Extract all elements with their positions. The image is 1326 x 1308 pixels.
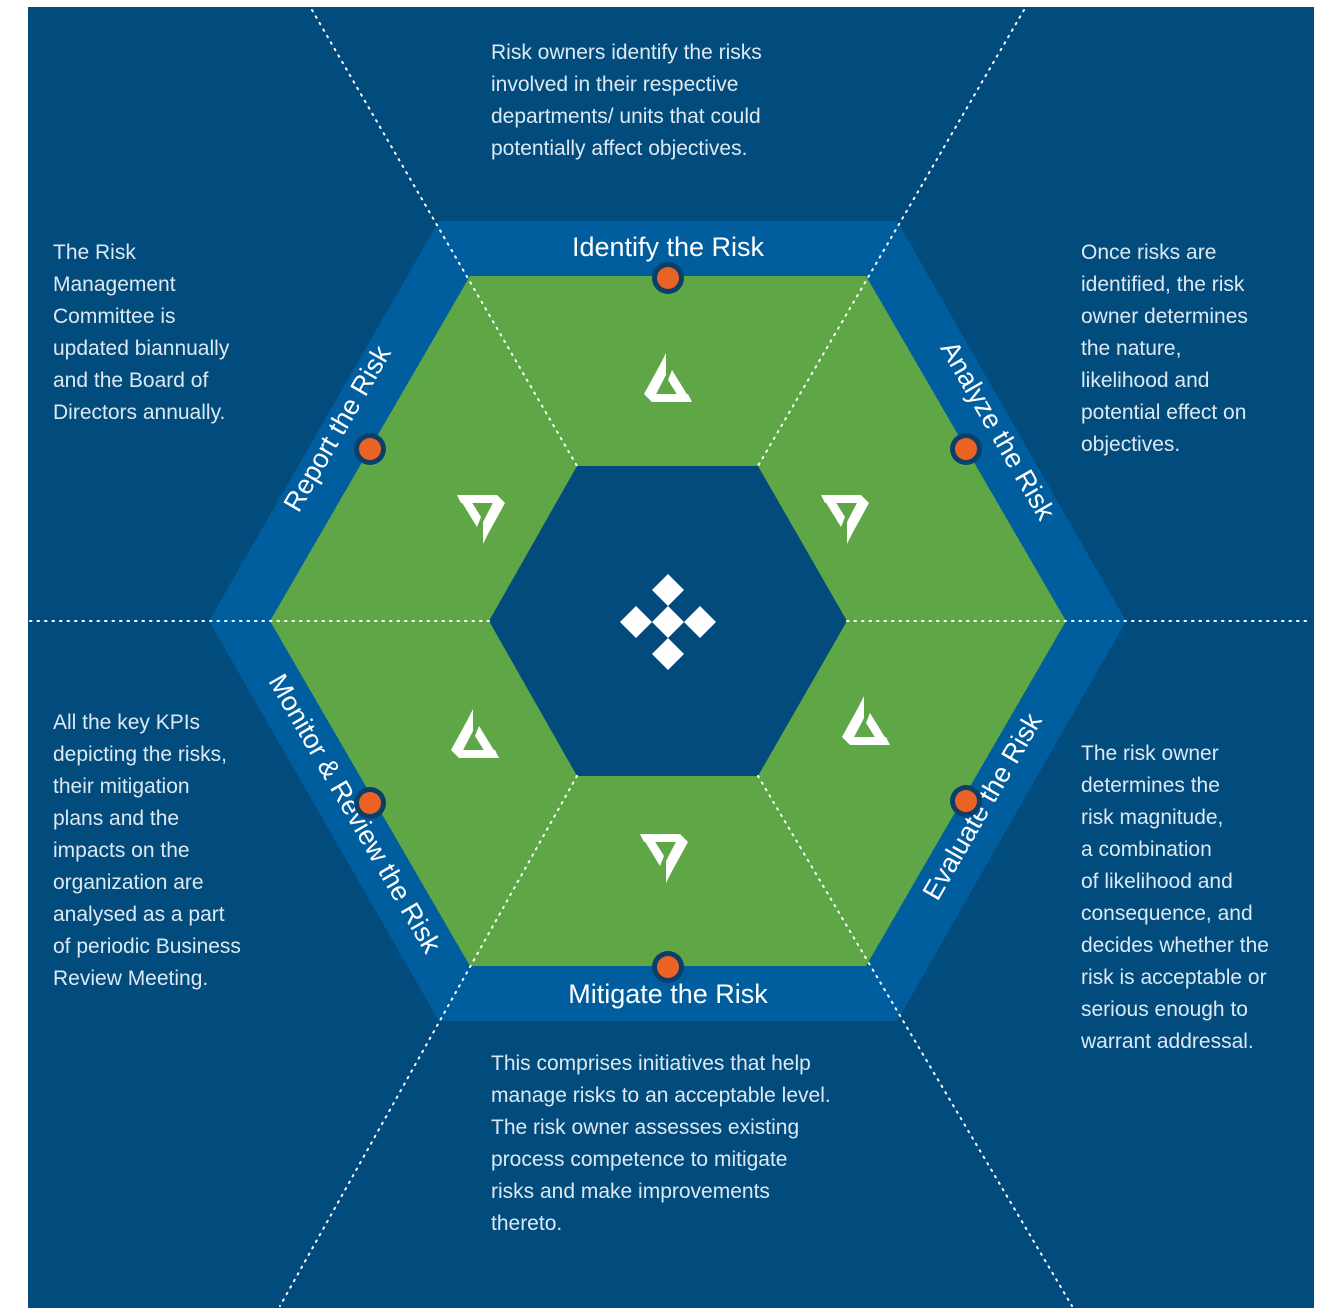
description-monitor: All the key KPIs depicting the risks, th…: [53, 711, 241, 990]
description-identify: Risk owners identify the risks involved …: [491, 41, 762, 160]
stage-markers: [354, 262, 982, 983]
dotted-dividers: [29, 9, 1313, 1307]
description-analyze: Once risks are identified, the risk owne…: [1081, 241, 1248, 456]
description-report: The Risk Management Committee is updated…: [53, 241, 230, 424]
stage-label-mitigate: Mitigate the Risk: [568, 979, 768, 1009]
stage-label-identify: Identify the Risk: [572, 232, 765, 262]
description-mitigate: This comprises initiatives that help man…: [491, 1052, 831, 1235]
diamond-cluster-icon: [620, 574, 716, 670]
description-evaluate: The risk owner determines the risk magni…: [1081, 742, 1269, 1053]
